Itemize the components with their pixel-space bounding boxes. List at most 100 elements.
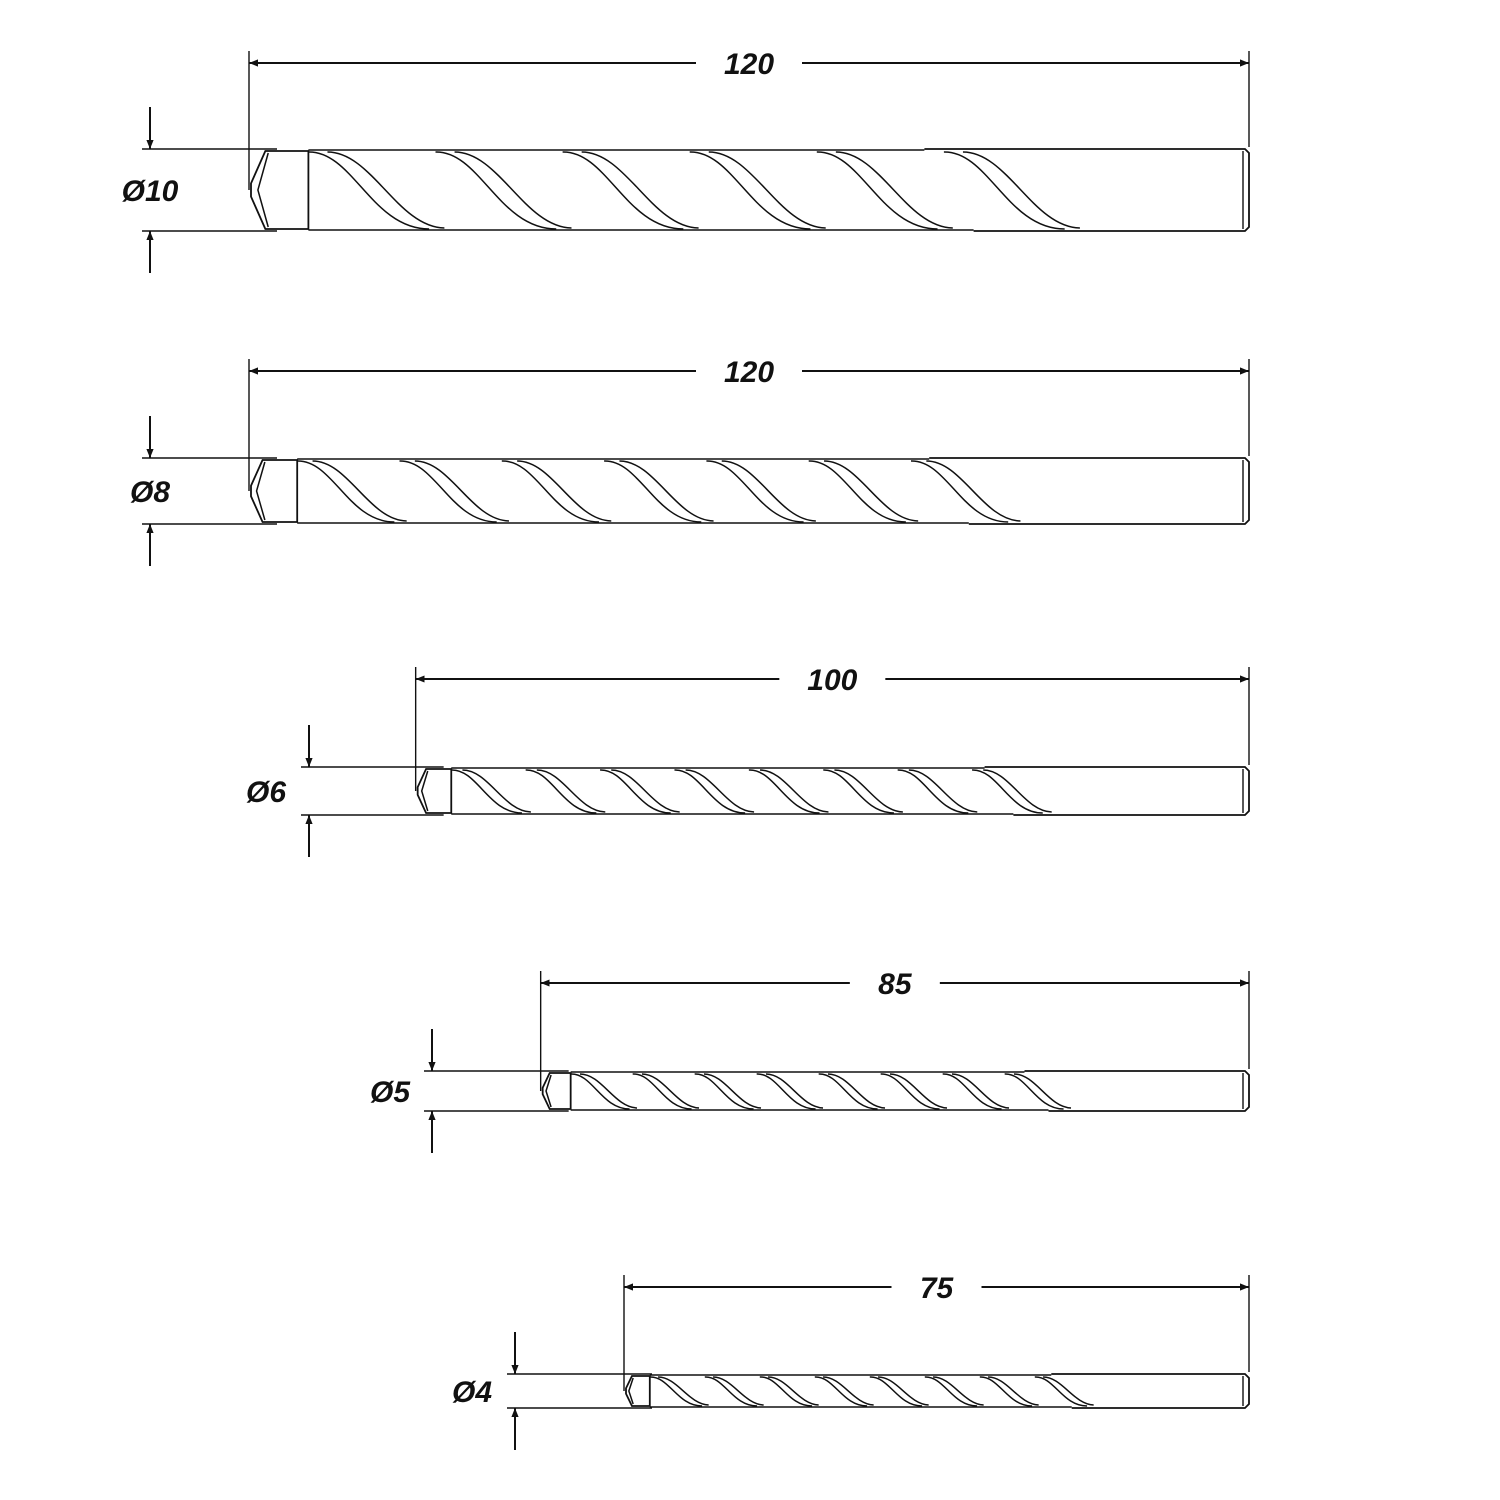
drill-bit-5-drawing bbox=[507, 1275, 1250, 1450]
flute-helix-3-6 bbox=[823, 769, 894, 814]
flute-helix-inner-1-3 bbox=[581, 151, 699, 229]
tip-facet-2 bbox=[255, 461, 266, 521]
flute-helix-2-4 bbox=[604, 460, 702, 523]
drill-shank-5 bbox=[1051, 1373, 1250, 1409]
diameter-label-2: Ø8 bbox=[130, 476, 170, 509]
flute-helix-3-8 bbox=[972, 769, 1043, 814]
flute-helix-inner-5-8 bbox=[1042, 1376, 1094, 1406]
drill-shank-3 bbox=[984, 766, 1250, 816]
length-label-4: 85 bbox=[878, 968, 913, 1001]
length-label-3: 100 bbox=[807, 664, 857, 697]
flute-helix-inner-4-3 bbox=[703, 1073, 762, 1109]
diameter-label-1: Ø10 bbox=[122, 175, 179, 208]
flute-helix-5-1 bbox=[649, 1376, 703, 1407]
drill-shank-4 bbox=[1024, 1070, 1250, 1112]
drill-bit-2: 120 Ø8 bbox=[130, 356, 1250, 566]
flute-helix-5-5 bbox=[869, 1376, 923, 1407]
drill-bit-4: 85 Ø5 bbox=[370, 968, 1250, 1153]
carbide-tip-4 bbox=[541, 1072, 572, 1110]
carbide-tip-1 bbox=[250, 150, 310, 230]
diameter-label-3: Ø6 bbox=[246, 776, 286, 809]
flute-helix-4-4 bbox=[756, 1073, 816, 1110]
drill-bit-2-drawing bbox=[142, 359, 1250, 566]
flute-helix-inner-5-7 bbox=[987, 1376, 1039, 1406]
flute-helix-3-5 bbox=[748, 769, 820, 814]
drill-shank-1 bbox=[924, 148, 1250, 232]
drill-bit-1: 120 Ø10 bbox=[122, 48, 1250, 273]
length-label-5: 75 bbox=[920, 1272, 955, 1305]
flute-helix-inner-4-4 bbox=[765, 1073, 824, 1109]
flute-helix-inner-4-1 bbox=[579, 1073, 638, 1109]
flute-helix-inner-1-5 bbox=[835, 151, 953, 229]
flute-helix-inner-4-5 bbox=[827, 1073, 886, 1109]
tip-facet-3 bbox=[420, 770, 429, 812]
flute-helix-2-5 bbox=[706, 460, 804, 523]
flute-helix-inner-5-6 bbox=[932, 1376, 984, 1406]
flute-helix-3-3 bbox=[600, 769, 671, 814]
flute-helix-4-8 bbox=[1004, 1073, 1064, 1110]
flute-helix-2-6 bbox=[808, 460, 906, 523]
flute-helix-inner-3-6 bbox=[834, 769, 903, 813]
flute-helix-5-6 bbox=[924, 1376, 978, 1407]
diameter-label-4: Ø5 bbox=[370, 1076, 411, 1109]
flute-helix-3-2 bbox=[525, 769, 597, 814]
flute-helix-inner-1-2 bbox=[454, 151, 572, 229]
flute-helix-3-7 bbox=[897, 769, 969, 814]
drill-bit-3: 100 Ø6 bbox=[246, 664, 1250, 857]
carbide-tip-3 bbox=[416, 768, 453, 814]
flute-helix-inner-2-1 bbox=[312, 460, 407, 522]
tip-facet-1 bbox=[257, 152, 269, 228]
flute-helix-inner-2-6 bbox=[824, 460, 919, 522]
flute-helix-inner-3-2 bbox=[536, 769, 606, 813]
flute-helix-1-1 bbox=[308, 151, 430, 230]
flute-helix-4-3 bbox=[694, 1073, 754, 1110]
carbide-tip-2 bbox=[250, 459, 299, 523]
flute-helix-inner-1-1 bbox=[327, 151, 445, 229]
flute-helix-inner-5-5 bbox=[877, 1376, 929, 1406]
flute-helix-4-7 bbox=[942, 1073, 1002, 1110]
flute-helix-5-8 bbox=[1034, 1376, 1088, 1407]
flute-helix-2-1 bbox=[297, 460, 395, 523]
flute-helix-inner-2-5 bbox=[721, 460, 816, 522]
flute-helix-4-6 bbox=[880, 1073, 940, 1110]
flute-helix-4-1 bbox=[570, 1073, 630, 1110]
flute-helix-inner-3-4 bbox=[685, 769, 755, 813]
length-label-1: 120 bbox=[724, 48, 774, 81]
drill-bit-3-drawing bbox=[301, 667, 1250, 857]
flute-helix-1-3 bbox=[562, 151, 684, 230]
flute-helix-2-7 bbox=[910, 460, 1009, 523]
flute-helix-1-6 bbox=[943, 151, 1065, 230]
flute-helix-5-4 bbox=[814, 1376, 868, 1407]
flute-helix-inner-3-5 bbox=[759, 769, 829, 813]
flute-helix-4-2 bbox=[632, 1073, 692, 1110]
tip-facet-5 bbox=[628, 1377, 634, 1405]
flute-helix-2-3 bbox=[501, 460, 599, 523]
flute-helix-inner-5-2 bbox=[712, 1376, 764, 1406]
tip-facet-4 bbox=[545, 1074, 552, 1108]
flute-helix-inner-4-6 bbox=[889, 1073, 948, 1109]
flute-helix-inner-5-3 bbox=[767, 1376, 819, 1406]
flute-helix-3-4 bbox=[674, 769, 746, 814]
flute-helix-4-5 bbox=[818, 1073, 878, 1110]
flute-helix-inner-3-8 bbox=[983, 769, 1052, 813]
flute-helix-inner-1-6 bbox=[962, 151, 1080, 229]
flute-helix-3-1 bbox=[451, 769, 522, 814]
flute-helix-5-7 bbox=[979, 1376, 1033, 1407]
drill-shank-2 bbox=[929, 457, 1250, 525]
flute-helix-inner-3-7 bbox=[908, 769, 978, 813]
flute-helix-1-4 bbox=[689, 151, 811, 230]
flute-helix-inner-4-8 bbox=[1013, 1073, 1072, 1109]
drill-bit-1-drawing bbox=[142, 51, 1250, 273]
drill-bit-4-drawing bbox=[424, 971, 1250, 1153]
flute-helix-5-3 bbox=[759, 1376, 813, 1407]
flute-helix-2-2 bbox=[399, 460, 497, 523]
flute-helix-1-2 bbox=[435, 151, 557, 230]
flute-helix-inner-2-2 bbox=[414, 460, 509, 522]
flute-helix-inner-1-4 bbox=[708, 151, 826, 229]
flute-helix-5-2 bbox=[704, 1376, 758, 1407]
flute-helix-inner-2-4 bbox=[619, 460, 714, 522]
flute-helix-inner-3-3 bbox=[611, 769, 680, 813]
flute-helix-inner-5-4 bbox=[822, 1376, 874, 1406]
flute-helix-inner-3-1 bbox=[462, 769, 531, 813]
